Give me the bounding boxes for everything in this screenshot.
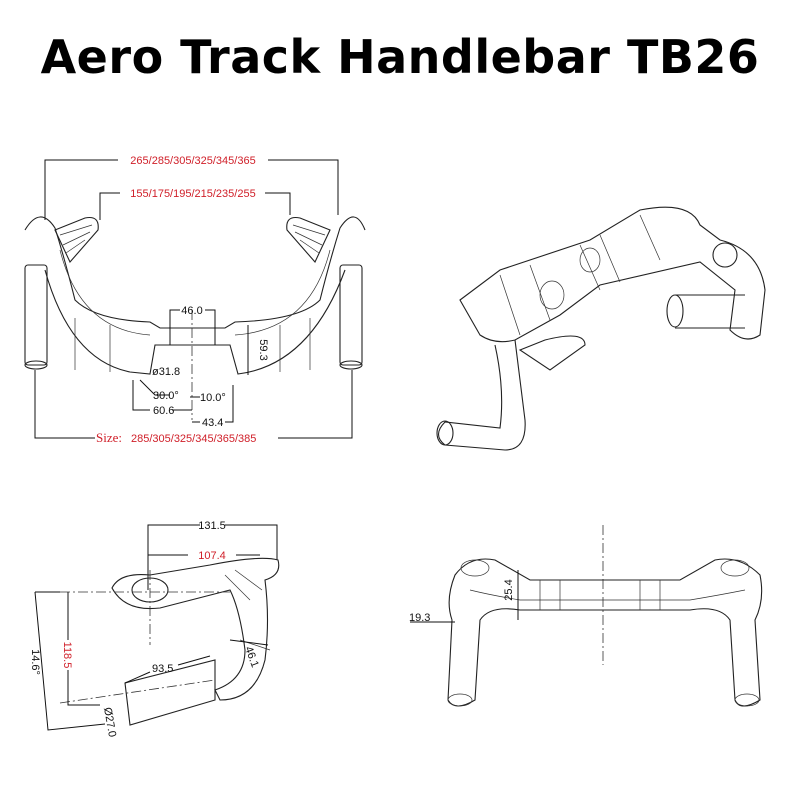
angle-right-dimension: 10.0°	[200, 392, 226, 404]
drop-diameter-dimension: 19.3	[409, 612, 430, 624]
bar-height-dimension: 25.4	[503, 579, 515, 600]
height-dimension: 59.3	[257, 339, 269, 360]
clamp-diameter-dimension: ø31.8	[152, 366, 180, 378]
size-label: Size:	[96, 430, 122, 445]
front-view: 265/285/305/325/345/365 155/175/195/215/…	[24, 155, 366, 445]
angle-left-dimension: 30.0°	[153, 390, 179, 402]
offset-right-dimension: 43.4	[202, 417, 223, 429]
clamp-width-dimension: 46.0	[181, 305, 202, 317]
offset-dimension: 60.6	[153, 405, 174, 417]
reach-inner-dimension: 107.4	[198, 550, 226, 562]
rear-view: 25.4 19.3	[409, 525, 763, 707]
drop-length-dimension: 93.5	[152, 663, 173, 675]
end-diameter-dimension: Ø27.0	[101, 706, 118, 738]
page-title: Aero Track Handlebar TB26	[40, 30, 760, 84]
isometric-view	[436, 206, 766, 451]
inner-width-dimension: 155/175/195/215/235/255	[130, 188, 255, 200]
drop-dimension: 118.5	[61, 642, 73, 669]
reach-dimension: 131.5	[198, 520, 226, 532]
side-view: 131.5 107.4 14.6° 118.5 93.5 46.1 Ø27.0	[29, 520, 280, 738]
outer-width-dimension: 265/285/305/325/345/365	[130, 155, 255, 167]
angle-dimension: 14.6°	[29, 649, 41, 675]
size-values: 285/305/325/345/365/385	[131, 433, 256, 445]
